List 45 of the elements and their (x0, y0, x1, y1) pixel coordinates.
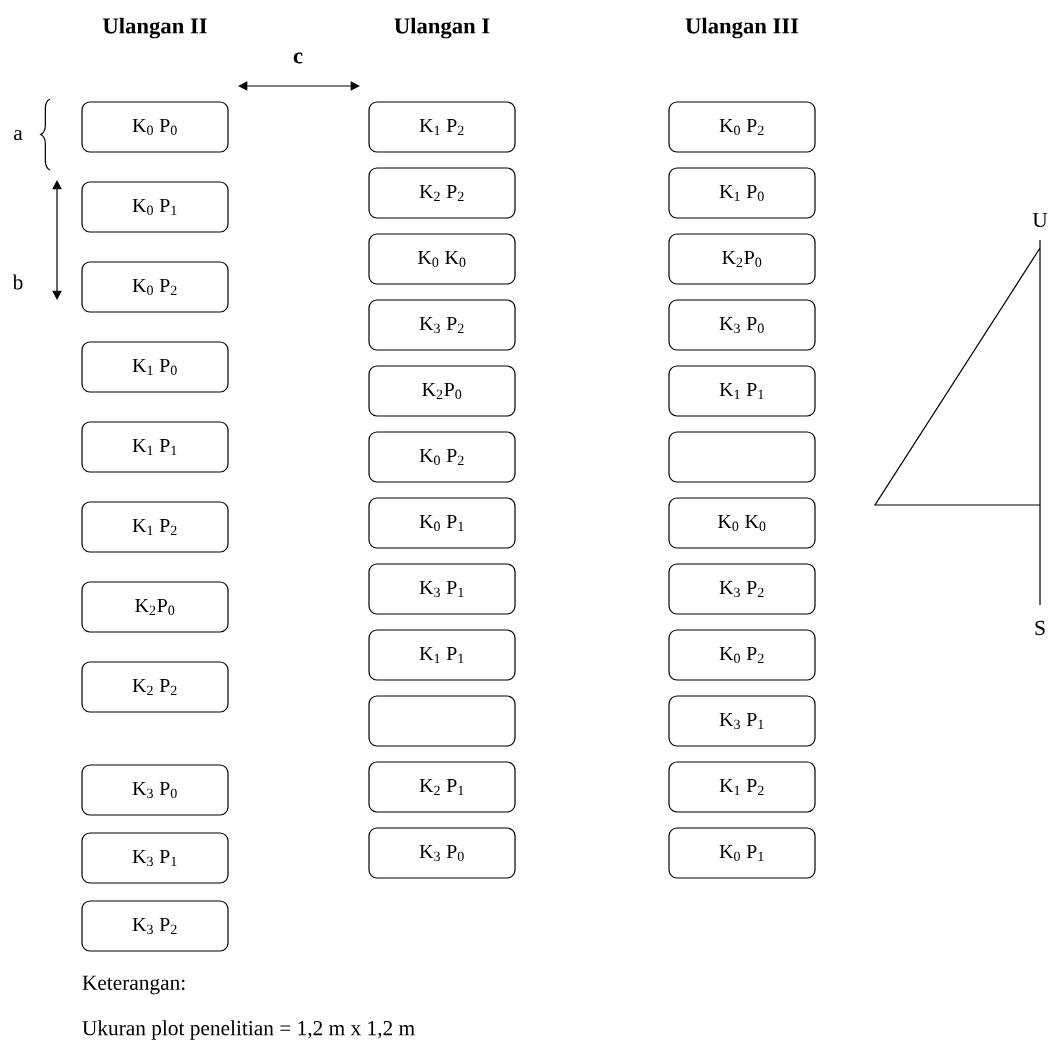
plot-box: K$_{0}$ P$_{2}$ (368, 431, 516, 483)
column-heading: Ulangan III (685, 17, 799, 39)
plot-box: K$_{1}$ P$_{2}$ (668, 761, 816, 813)
plot-box: K$_{0}$ P$_{0}$ (81, 101, 229, 153)
plot-box: K$_{1}$ P$_{1}$ (668, 365, 816, 417)
plot-box: K$_{2}$P$_{0}$ (668, 233, 816, 285)
plot-box: K$_{3}$ P$_{0}$ (668, 299, 816, 351)
plot-box: K$_{2}$ P$_{2}$ (368, 167, 516, 219)
plot-box: K$_{3}$ P$_{2}$ (668, 563, 816, 615)
plot-box: K$_{1}$ P$_{0}$ (81, 341, 229, 393)
plot-box: K$_{1}$ P$_{1}$ (81, 421, 229, 473)
plot-box: K$_{2}$P$_{0}$ (81, 581, 229, 633)
plot-box: K$_{3}$ P$_{1}$ (368, 563, 516, 615)
plot-box: K$_{1}$ P$_{2}$ (368, 101, 516, 153)
plot-box: K$_{1}$ P$_{1}$ (368, 629, 516, 681)
plot-box: K$_{0}$ K$_{0}$ (368, 233, 516, 285)
plot-box: K$_{1}$ P$_{0}$ (668, 167, 816, 219)
plot-box: K$_{3}$ P$_{0}$ (81, 764, 229, 816)
plot-box: K$_{0}$ K$_{0}$ (668, 497, 816, 549)
plot-box: K$_{0}$ P$_{2}$ (81, 261, 229, 313)
plot-box (668, 431, 816, 483)
column-heading: Ulangan II (103, 17, 207, 39)
plot-box: K$_{2}$ P$_{1}$ (368, 761, 516, 813)
dimension-label: a (14, 129, 23, 141)
plot-box: K$_{3}$ P$_{0}$ (368, 827, 516, 879)
plot-box: K$_{3}$ P$_{1}$ (668, 695, 816, 747)
compass-label: S (1035, 620, 1045, 636)
plot-box: K$_{0}$ P$_{1}$ (668, 827, 816, 879)
plot-box: K$_{1}$ P$_{2}$ (81, 501, 229, 553)
plot-box: K$_{0}$ P$_{2}$ (668, 101, 816, 153)
compass-label: U (1032, 212, 1048, 228)
plot-box: K$_{0}$ P$_{2}$ (668, 629, 816, 681)
note-text: Keterangan: (82, 975, 185, 995)
plot-box: K$_{3}$ P$_{2}$ (81, 900, 229, 952)
plot-box: K$_{3}$ P$_{2}$ (368, 299, 516, 351)
plot-box (368, 695, 516, 747)
column-heading: Ulangan I (394, 17, 490, 39)
dimension-label: b (12, 274, 23, 290)
plot-box: K$_{2}$ P$_{2}$ (81, 661, 229, 713)
plot-box: K$_{3}$ P$_{1}$ (81, 832, 229, 884)
dimension-label: c (293, 52, 303, 64)
note-text: Ukuran plot penelitian = 1,2 m x 1,2 m (82, 1020, 415, 1040)
plot-box: K$_{0}$ P$_{1}$ (81, 181, 229, 233)
plot-box: K$_{2}$P$_{0}$ (368, 365, 516, 417)
plot-box: K$_{0}$ P$_{1}$ (368, 497, 516, 549)
